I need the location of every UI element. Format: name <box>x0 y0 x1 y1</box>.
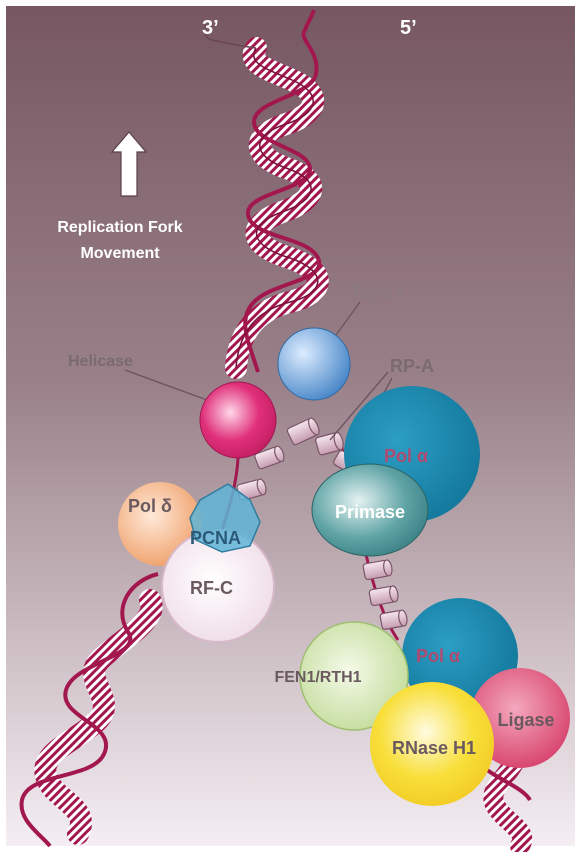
direction-label-line-1: Replication Fork <box>57 219 182 236</box>
rp-a-label: RP-A <box>390 356 434 376</box>
pcna-label: PCNA <box>190 528 241 548</box>
pol-alpha-bottom-label: Pol α <box>416 646 460 666</box>
fen1-rth1-label: FEN1/RTH1 <box>274 669 361 686</box>
three-prime-label: 3’ <box>202 17 219 39</box>
five-prime-label: 5’ <box>400 17 417 39</box>
ligase-label: Ligase <box>497 710 554 730</box>
helicase-label: Helicase <box>68 353 133 370</box>
helicase-circle <box>200 382 276 458</box>
primase-label: Primase <box>335 502 405 522</box>
rnase-h1-label: RNase H1 <box>392 738 476 758</box>
direction-label-line-2: Movement <box>80 245 160 262</box>
pol-delta-label: Pol δ <box>128 496 172 516</box>
topo-i-label: Topo I <box>350 282 403 302</box>
topo-i-circle <box>278 328 350 400</box>
pol-alpha-top-label: Pol α <box>384 446 428 466</box>
rf-c-label: RF-C <box>190 578 233 598</box>
